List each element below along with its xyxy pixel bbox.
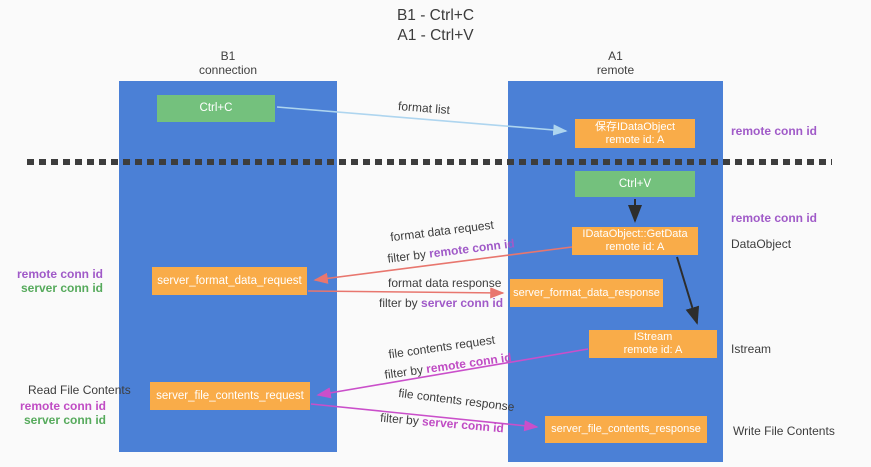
node-idataobject-getdata-line1: IDataObject::GetData — [582, 228, 688, 240]
server-conn-id-label-mid-left: server conn id — [20, 281, 103, 295]
node-server-file-contents-response-label: server_file_contents_response — [551, 423, 701, 435]
filter-by-value: server conn id — [421, 296, 504, 310]
node-istream-line1: IStream — [633, 331, 673, 343]
filter-by-prefix: filter by — [379, 296, 422, 310]
node-save-idataobject-line1: 保存IDataObject — [594, 120, 676, 133]
node-server-file-contents-request: server_file_contents_request — [150, 382, 310, 410]
title-line-1: B1 - Ctrl+C — [396, 7, 475, 24]
remote-conn-id-label-bottom-left: remote conn id — [19, 399, 106, 413]
node-ctrl-c: Ctrl+C — [157, 95, 275, 122]
dataobject-label: DataObject — [731, 237, 792, 251]
node-idataobject-getdata: IDataObject::GetData remote id: A — [572, 227, 698, 255]
node-ctrl-c-label: Ctrl+C — [199, 102, 233, 114]
write-file-contents-label: Write File Contents — [733, 424, 835, 438]
remote-conn-id-label-mid-left: remote conn id — [16, 267, 103, 281]
node-server-file-contents-response: server_file_contents_response — [545, 416, 707, 443]
section-divider-dashed-line — [27, 159, 832, 165]
lane-header-a1: A1 remote — [508, 49, 723, 77]
node-ctrl-v: Ctrl+V — [575, 171, 695, 197]
format-data-response-filter-label: filter by server conn id — [379, 296, 503, 310]
filter-by-value: remote conn id — [428, 236, 516, 261]
title-line-2: A1 - Ctrl+V — [397, 27, 474, 44]
lane-b1-subtitle: connection — [198, 63, 258, 77]
node-ctrl-v-label: Ctrl+V — [618, 177, 652, 190]
node-server-file-contents-request-label: server_file_contents_request — [156, 389, 304, 402]
remote-conn-id-label-top-right: remote conn id — [731, 124, 818, 138]
node-save-idataobject-line2: remote id: A — [605, 133, 665, 146]
filter-by-prefix: filter by — [379, 410, 423, 429]
read-file-contents-label: Read File Contents — [28, 383, 131, 397]
format-data-response-arrow — [307, 287, 505, 299]
node-istream-line2: remote id: A — [623, 344, 683, 356]
filter-by-prefix: filter by — [383, 362, 428, 382]
lane-a1-name: A1 — [608, 49, 623, 63]
node-istream: IStream remote id: A — [589, 330, 717, 358]
node-server-format-data-response: server_format_data_response — [510, 279, 663, 307]
node-server-format-data-request: server_format_data_request — [152, 267, 307, 295]
filter-by-value: server conn id — [421, 414, 505, 436]
filter-by-prefix: filter by — [386, 246, 431, 266]
format-data-response-label: format data response — [388, 276, 502, 290]
node-server-format-data-request-label: server_format_data_request — [157, 274, 302, 287]
file-contents-response-filter-label: filter by server conn id — [380, 411, 505, 436]
remote-conn-id-label-mid-right: remote conn id — [731, 211, 818, 225]
diagram-title: B1 - Ctrl+C A1 - Ctrl+V — [0, 6, 871, 46]
node-idataobject-getdata-line2: remote id: A — [605, 241, 665, 253]
file-contents-response-label: file contents response — [397, 385, 516, 415]
server-conn-id-label-bottom-left: server conn id — [23, 413, 106, 427]
lane-a1-subtitle: remote — [596, 63, 635, 77]
node-server-format-data-response-label: server_format_data_response — [513, 286, 660, 299]
format-list-label: format list — [397, 98, 451, 118]
node-save-idataobject: 保存IDataObject remote id: A — [575, 119, 695, 148]
istream-label: Istream — [731, 342, 772, 356]
lane-b1-name: B1 — [220, 49, 236, 63]
lane-header-b1: B1 connection — [119, 49, 337, 77]
